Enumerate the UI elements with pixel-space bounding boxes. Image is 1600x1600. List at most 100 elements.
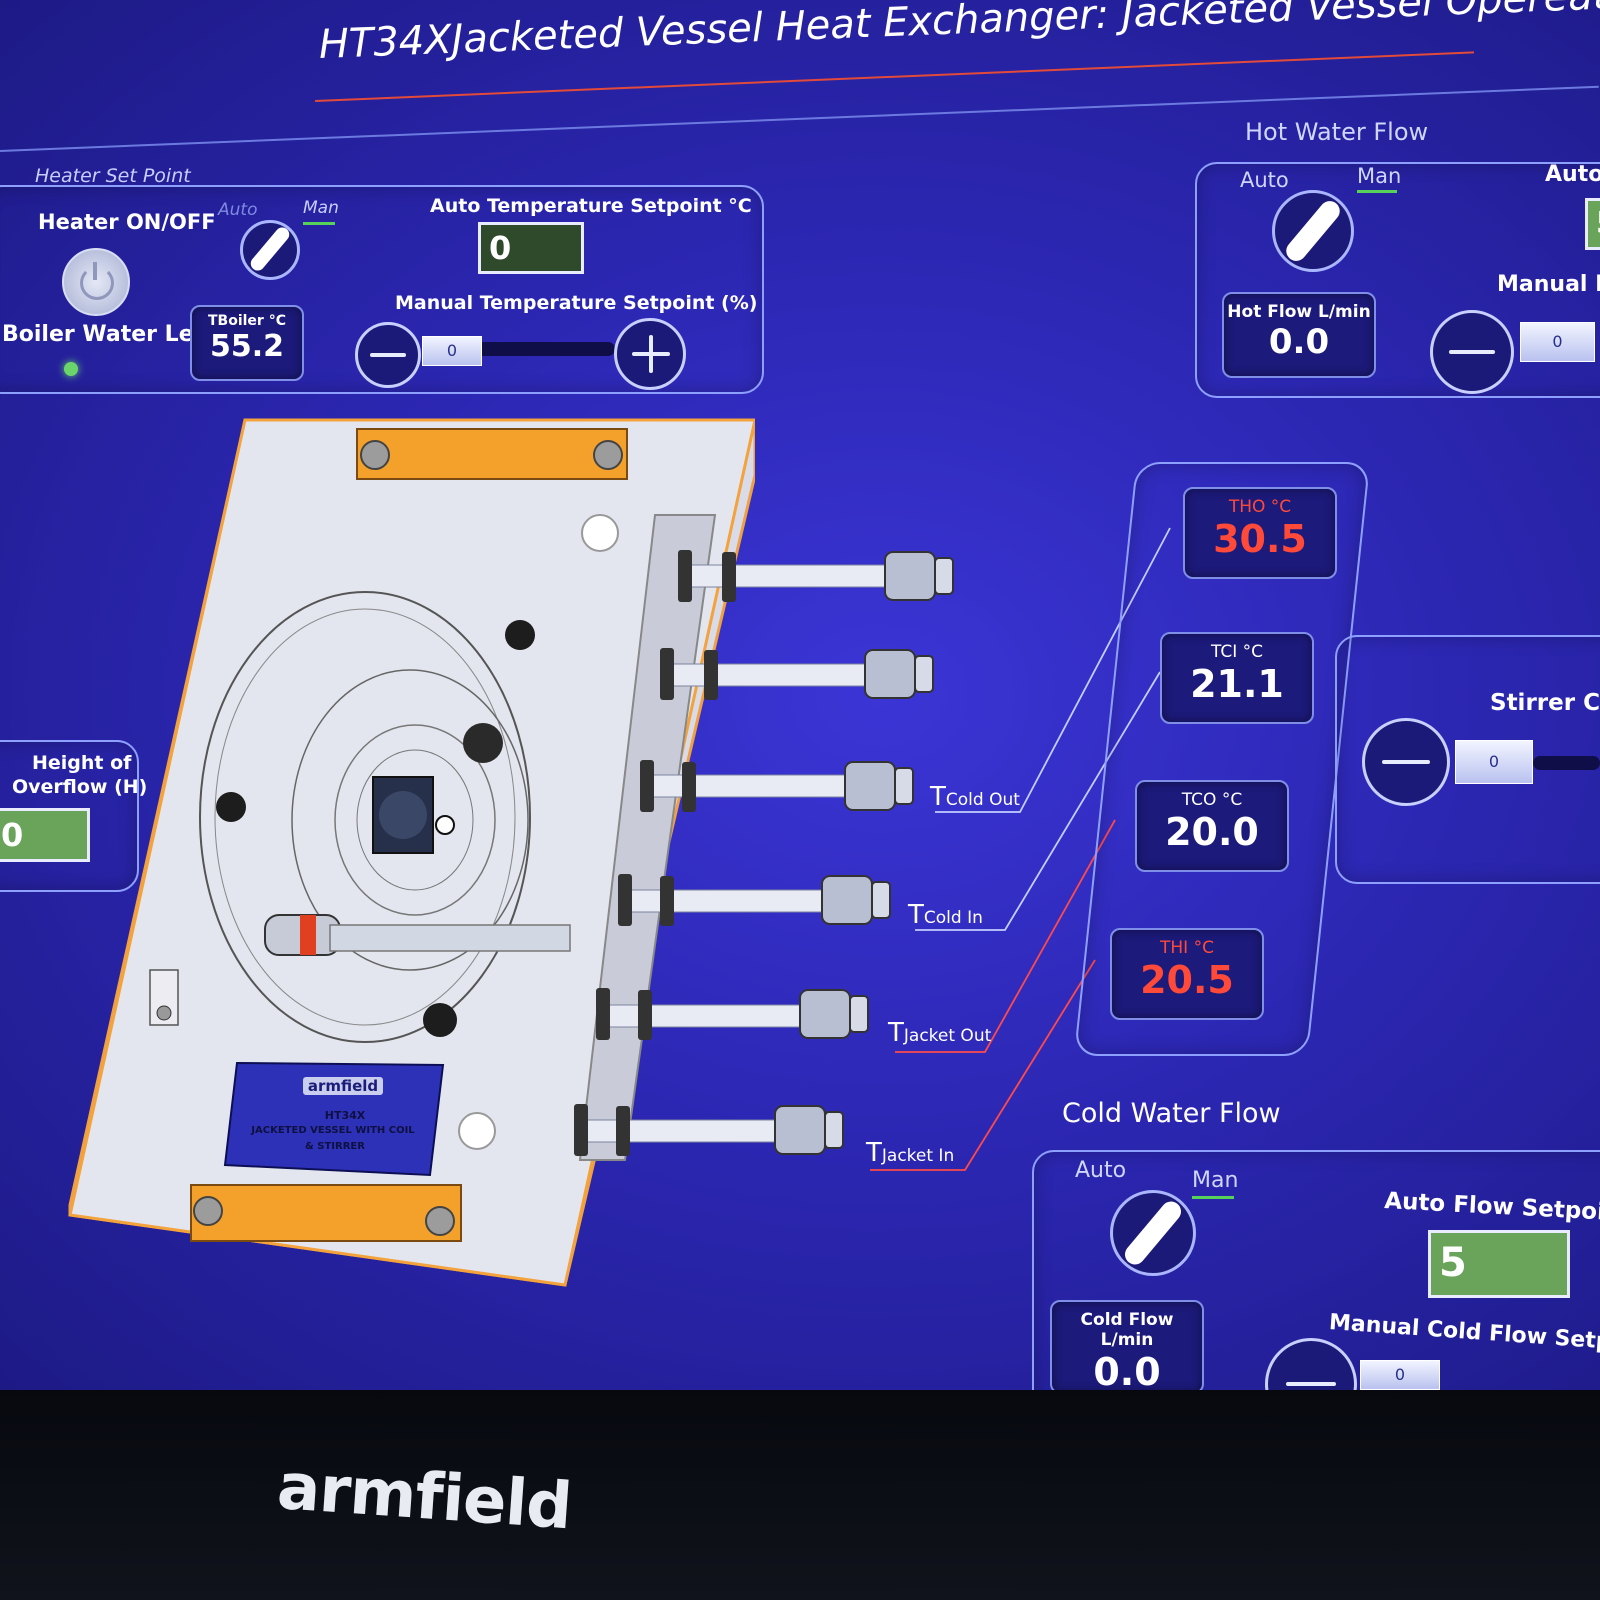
vessel-plate-line3: & STIRRER [305,1141,365,1152]
monitor-bezel: armfield [0,1390,1600,1600]
tboiler-label: TBoiler °C [208,313,286,329]
vessel-plate-line2: JACKETED VESSEL WITH COIL [251,1125,415,1136]
port-t-prefix: T [930,782,946,812]
temp-value-tco: 20.0 [1165,810,1259,854]
hot-manual-label: Manual Ho [1497,272,1600,297]
overflow-input[interactable]: 0 [0,808,90,862]
temp-value-tci: 21.1 [1190,662,1284,706]
port-t-prefix: T [908,900,924,930]
hot-decrease-button[interactable] [1430,310,1514,394]
port-t-prefix: T [866,1138,882,1168]
connector-5 [596,988,869,1040]
tboiler-readout: TBoiler °C 55.2 [190,305,304,381]
temp-label-tci: TCI °C [1210,642,1264,662]
boiler-water-level-indicator [64,362,78,376]
heater-auto-label: Auto [218,200,258,220]
hot-auto-setpoint-label: Auto [1545,162,1600,187]
hot-water-panel [1195,162,1600,398]
port-label-jacket-out: TJacket Out [888,1018,991,1048]
auto-temp-setpoint-label: Auto Temperature Setpoint °C [430,195,752,217]
temp-value-tho: 30.5 [1213,517,1307,561]
heater-panel [0,185,764,394]
minus-icon [1449,350,1495,354]
stirrer-panel [1335,635,1600,884]
vessel-plate-line1: HT34X [324,1109,366,1122]
cold-flow-readout: Cold Flow L/min 0.0 [1050,1300,1204,1390]
heater-man-indicator [303,222,335,225]
temp-label-tho: THO °C [1228,497,1292,517]
hot-flow-slider-thumb[interactable]: 0 [1520,322,1595,362]
cold-auto-man-toggle[interactable] [1110,1190,1196,1276]
heater-temp-slider-thumb[interactable]: 0 [422,336,482,366]
cold-man-label: Man [1192,1168,1239,1193]
heater-decrease-button[interactable] [355,322,421,388]
stirrer-slider-track[interactable] [1533,756,1600,770]
port-label-cold-out: TCold Out [930,782,1020,812]
hot-auto-label: Auto [1240,168,1289,192]
hot-flow-label: Hot Flow L/min [1227,302,1371,322]
tboiler-value: 55.2 [209,329,285,364]
stirrer-label: Stirrer Co [1490,690,1600,716]
heater-power-button[interactable] [62,248,130,316]
bezel-brand-logo: armfield [274,1450,574,1545]
temp-readout-tci: TCI °C 21.1 [1160,632,1314,724]
manual-temp-setpoint-label: Manual Temperature Setpoint (%) [395,292,758,314]
port-jacket-out-text: Jacket Out [903,1026,992,1046]
auto-temp-setpoint-input[interactable]: 0 [478,222,584,274]
cold-man-indicator [1192,1196,1234,1199]
cold-water-panel [1032,1150,1600,1390]
cold-flow-label: Cold Flow L/min [1080,1310,1174,1350]
power-icon-stem [93,262,97,280]
port-t-prefix: T [888,1018,904,1048]
hot-man-indicator [1357,190,1397,193]
stirrer-decrease-button[interactable] [1362,718,1450,806]
port-label-jacket-in: TJacket In [866,1138,954,1168]
cold-auto-setpoint-input[interactable]: 5 [1428,1230,1570,1298]
connector-1 [678,550,954,602]
hot-auto-setpoint-input[interactable]: 5 [1585,198,1600,250]
bottom-clamp [190,1184,462,1242]
hose-connectors [574,550,954,1156]
temp-value-thi: 20.5 [1140,958,1234,1002]
hot-flow-readout: Hot Flow L/min 0.0 [1222,292,1376,378]
cold-water-section-label: Cold Water Flow [1062,1098,1281,1129]
top-clamp [356,428,628,480]
port-cold-out-text: Cold Out [945,790,1020,810]
cold-auto-label: Auto [1075,1158,1127,1183]
vessel-plate-brand: armfield [303,1077,383,1095]
port-label-cold-in: TCold In [908,900,983,930]
toggle-handle [1120,1197,1186,1269]
heater-auto-man-toggle[interactable] [240,220,300,280]
temp-readout-tco: TCO °C 20.0 [1135,780,1289,872]
temp-readout-tho: THO °C 30.5 [1183,487,1337,579]
overflow-label-line2: Overflow (H) [12,776,148,798]
name-plate [223,1061,445,1177]
port-cold-in-text: Cold In [923,908,983,928]
hmi-screen: HT34XJacketed Vessel Heat Exchanger: Jac… [0,0,1600,1390]
hot-man-label: Man [1357,164,1402,188]
cold-flow-slider-thumb[interactable]: 0 [1360,1360,1440,1390]
plus-icon-v [649,335,653,373]
hot-water-section-label: Hot Water Flow [1245,118,1429,146]
overflow-panel [0,740,139,892]
heater-man-label: Man [303,198,339,218]
cold-flow-value: 0.0 [1093,1350,1161,1390]
temp-label-thi: THI °C [1160,938,1214,958]
minus-icon [1286,1382,1336,1386]
minus-icon [370,353,406,357]
heater-increase-button[interactable] [614,318,686,390]
temp-readout-thi: THI °C 20.5 [1110,928,1264,1020]
minus-icon [1382,760,1430,764]
connector-2 [660,648,934,700]
hot-auto-man-toggle[interactable] [1272,190,1354,272]
connector-4 [618,874,891,926]
heater-on-off-label: Heater ON/OFF [38,210,216,234]
connector-3 [640,760,914,812]
stirrer-slider-thumb[interactable]: 0 [1455,740,1533,784]
hot-flow-value: 0.0 [1268,322,1330,362]
connector-6 [574,1104,844,1156]
temp-label-tco: TCO °C [1181,790,1243,810]
leader-lines [870,527,1171,1171]
port-jacket-in-text: Jacket In [881,1146,955,1166]
heater-section-label: Heater Set Point [35,165,191,187]
